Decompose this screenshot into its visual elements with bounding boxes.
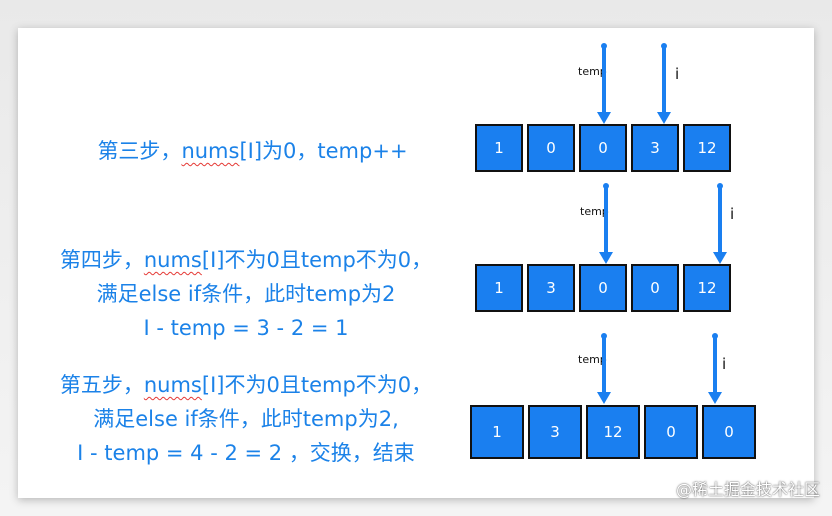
row-3-i-label: i [722, 355, 727, 373]
row-1-i-label: i [675, 65, 680, 83]
step-5-line-1-post: [I]不为0且temp不为0， [201, 373, 433, 397]
row-3-i-arrow-icon [708, 333, 722, 404]
step-4-line-1-post: [I]不为0且temp不为0， [201, 248, 433, 272]
row-2-i-label: i [730, 205, 735, 223]
step-4-line-2: 满足else if条件，此时temp为2 [96, 282, 396, 306]
array-row-3-cell-2: 12 [586, 405, 640, 459]
array-row-2: 1 3 0 0 12 [475, 264, 731, 312]
row-1-temp-label: temp [578, 65, 607, 78]
array-row-1-cell-2: 0 [579, 124, 627, 172]
slide-canvas: 第三步，nums[I]为0，temp++ 第四步，nums[I]不为0且temp… [18, 28, 814, 498]
row-2-i-arrow-icon [713, 183, 727, 264]
array-row-2-cell-2: 0 [579, 264, 627, 312]
row-1-i-arrow-icon [657, 43, 671, 124]
array-row-2-cell-3: 0 [631, 264, 679, 312]
step-4-description: 第四步，nums[I]不为0且temp不为0， 满足else if条件，此时te… [46, 243, 446, 345]
array-row-2-cell-1: 3 [527, 264, 575, 312]
array-row-3-cell-4: 0 [702, 405, 756, 459]
row-2-temp-arrow-icon [599, 183, 613, 264]
step-5-description: 第五步，nums[I]不为0且temp不为0， 满足else if条件，此时te… [46, 368, 446, 470]
row-2-temp-label: temp [580, 205, 609, 218]
step-5-line-1: 第五步，nums[I]不为0且temp不为0， [46, 368, 446, 402]
row-3-temp-label: temp [578, 353, 607, 366]
array-row-3-cell-3: 0 [644, 405, 698, 459]
array-row-3-cell-1: 3 [528, 405, 582, 459]
array-row-2-cell-0: 1 [475, 264, 523, 312]
step-5-line-2: 满足else if条件，此时temp为2, [93, 407, 399, 431]
step-3-line-1-post: [I]为0，temp++ [239, 139, 408, 163]
array-row-2-cell-4: 12 [683, 264, 731, 312]
step-4-line-1-underlined: nums [143, 248, 202, 272]
array-row-1: 1 0 0 3 12 [475, 124, 731, 172]
step-5-line-3: I - temp = 4 - 2 = 2 ，交换，结束 [77, 441, 415, 465]
watermark: @稀土掘金技术社区 [675, 480, 820, 499]
step-3-line-1: 第三步，nums[I]为0，temp++ [80, 134, 425, 168]
step-4-line-1: 第四步，nums[I]不为0且temp不为0， [46, 243, 446, 277]
step-4-line-1-pre: 第四步， [59, 248, 144, 272]
step-5-line-1-pre: 第五步， [59, 373, 144, 397]
array-row-1-cell-3: 3 [631, 124, 679, 172]
step-3-description: 第三步，nums[I]为0，temp++ [80, 134, 425, 168]
step-3-line-1-pre: 第三步， [97, 139, 182, 163]
step-5-line-1-underlined: nums [143, 373, 202, 397]
array-row-1-cell-0: 1 [475, 124, 523, 172]
array-row-3: 1 3 12 0 0 [470, 405, 756, 459]
row-1-temp-arrow-icon [597, 43, 611, 124]
step-4-line-3: I - temp = 3 - 2 = 1 [143, 316, 349, 340]
row-3-temp-arrow-icon [597, 333, 611, 404]
array-row-3-cell-0: 1 [470, 405, 524, 459]
step-3-line-1-underlined: nums [181, 139, 240, 163]
array-row-1-cell-1: 0 [527, 124, 575, 172]
array-row-1-cell-4: 12 [683, 124, 731, 172]
